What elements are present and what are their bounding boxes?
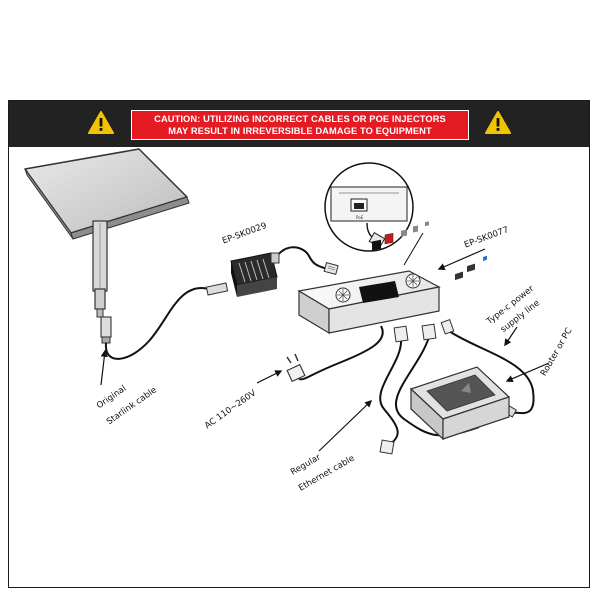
caution-line-2: MAY RESULT IN IRREVERSIBLE DAMAGE TO EQU… (168, 126, 432, 136)
warning-triangle-icon (485, 111, 511, 134)
ac-power-cable (298, 325, 384, 381)
adapter-ep-sk0029 (205, 252, 280, 297)
injector-rj45-plugs (393, 323, 437, 343)
starlink-cable-plug (100, 316, 112, 344)
diagram-frame: CAUTION: UTILIZING INCORRECT CABLES OR P… (8, 100, 590, 588)
typec-cable (448, 330, 535, 415)
arrow-ac (256, 370, 283, 384)
arrow-starlink-cable (100, 349, 108, 386)
arrow-injector (437, 248, 486, 271)
ac-plug (286, 353, 306, 383)
caution-line-1: CAUTION: UTILIZING INCORRECT CABLES OR P… (154, 114, 446, 124)
caution-banner: CAUTION: UTILIZING INCORRECT CABLES OR P… (9, 101, 589, 147)
arrow-typec (504, 326, 518, 347)
setup-diagram: PoE (24, 148, 550, 455)
poe-ethernet-cable (379, 338, 403, 447)
router-rj45-plug (379, 439, 395, 455)
arrow-router (505, 362, 550, 383)
arrow-ethernet (318, 400, 373, 452)
adapter-rj45-plug (323, 262, 339, 276)
router-device (409, 255, 511, 441)
warning-triangle-icon (88, 111, 114, 134)
svg-text:PoE: PoE (356, 215, 364, 220)
starlink-dish (24, 148, 190, 318)
adapter-ethernet-cable (273, 246, 328, 270)
injector-ep-sk0077 (297, 221, 441, 335)
caution-message: CAUTION: UTILIZING INCORRECT CABLES OR P… (131, 110, 469, 140)
starlink-cable (104, 286, 210, 360)
